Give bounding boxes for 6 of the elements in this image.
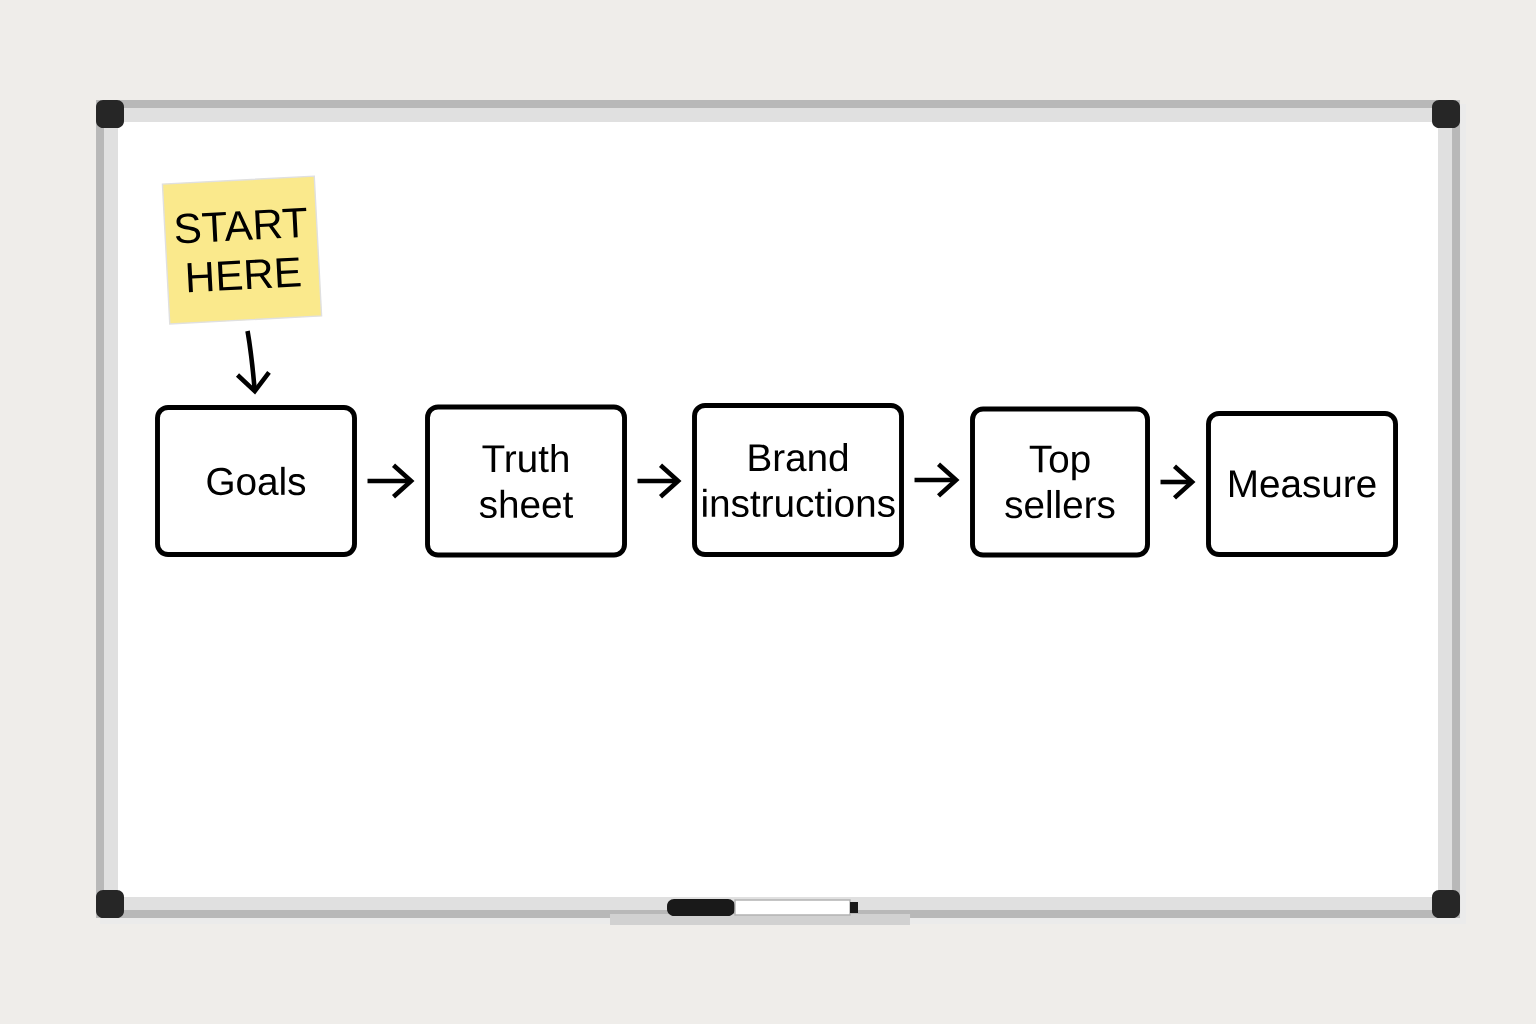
process-box: Goals (155, 405, 357, 557)
process-box: Truth sheet (425, 404, 627, 558)
process-box: Top sellers (970, 406, 1150, 558)
sticky-note: START HERE (161, 175, 323, 325)
process-box: Measure (1206, 411, 1398, 557)
process-box: Brand instructions (692, 403, 904, 557)
